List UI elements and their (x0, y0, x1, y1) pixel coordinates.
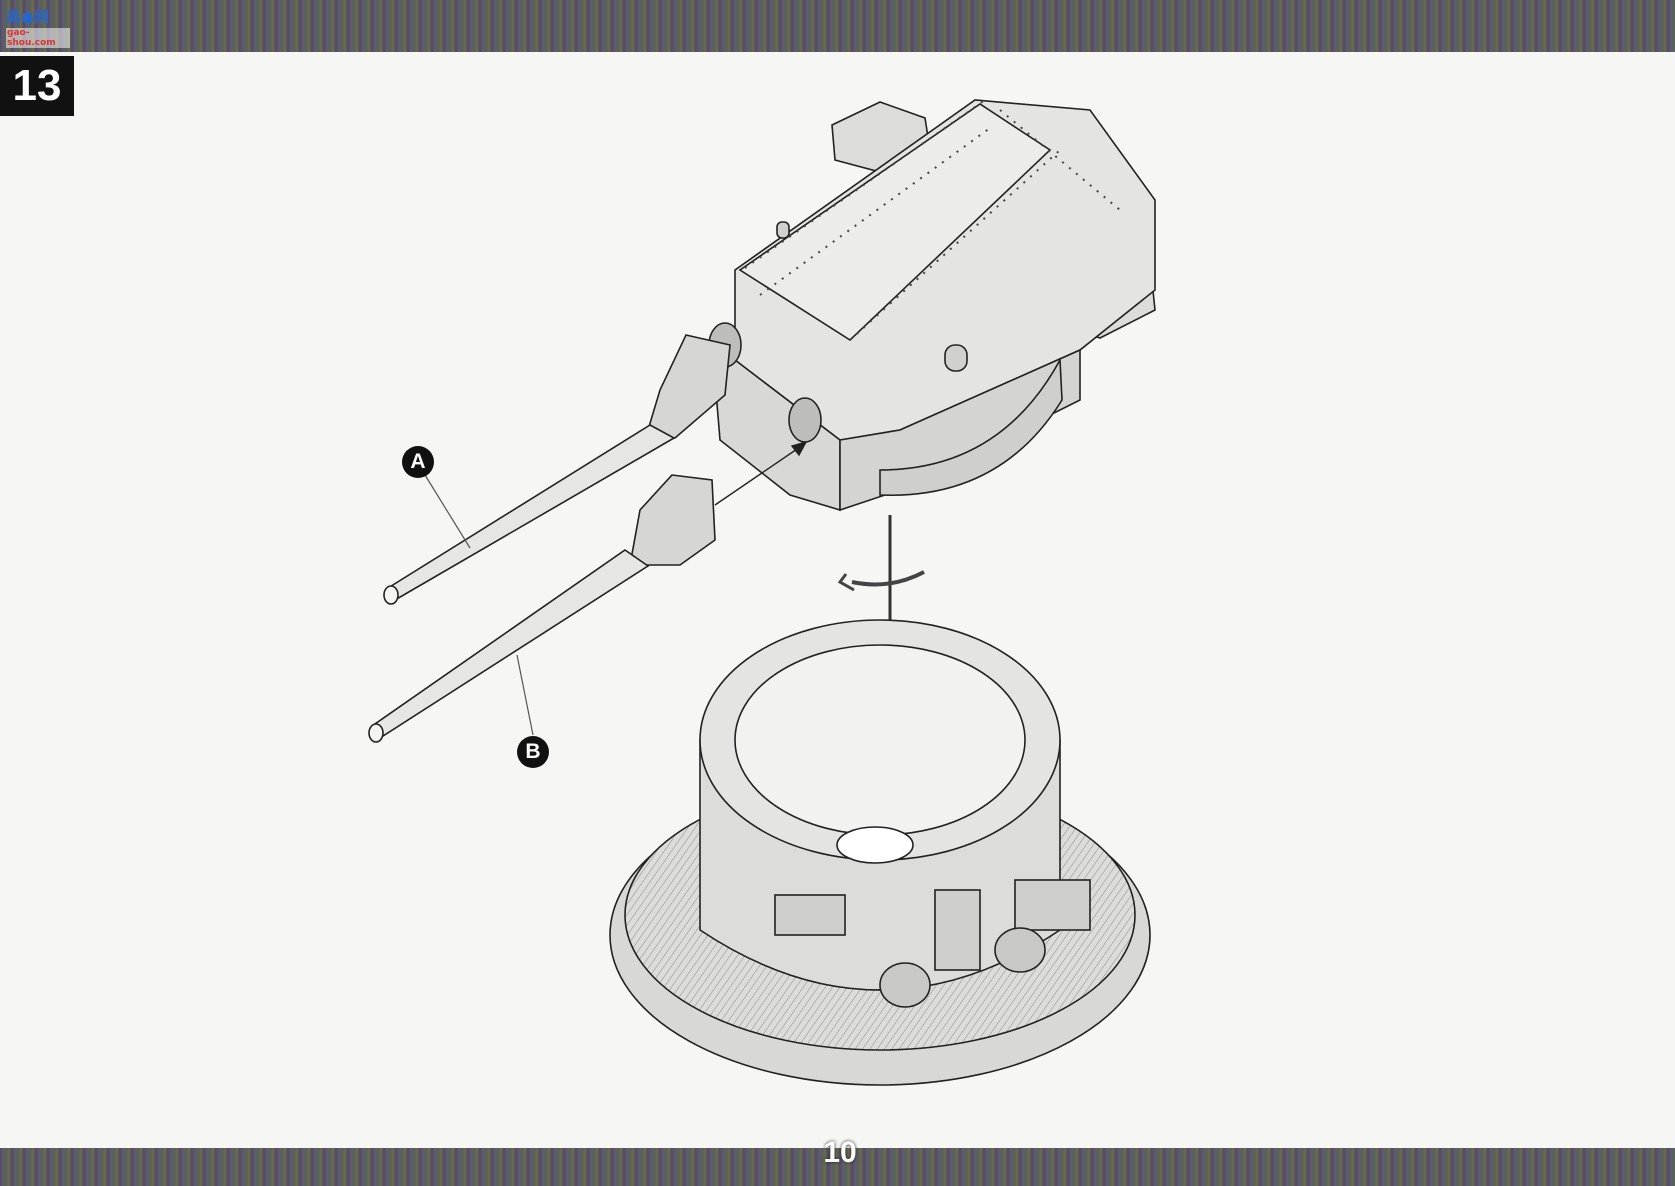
step-number: 13 (0, 56, 74, 116)
site-logo: 高●网 gao-shou.com (4, 6, 70, 48)
callout-b: B (517, 736, 549, 768)
barbette-base (609, 619, 1151, 1086)
rotation-arrow (837, 570, 925, 592)
insertion-arrow (714, 440, 808, 506)
gun-barrel-a (383, 334, 731, 605)
callout-a-label: A (410, 450, 426, 473)
gun-barrel-b (368, 474, 716, 743)
turret-housing (708, 99, 1156, 512)
top-border-band (0, 0, 1675, 52)
logo-url: gao-shou.com (6, 28, 70, 48)
callout-leaders (424, 474, 534, 736)
page-number: 10 (823, 1136, 857, 1169)
logo-text: 高●网 (6, 8, 50, 26)
rivet-lines (744, 99, 1121, 341)
callout-a: A (402, 446, 434, 478)
bottom-border-band (0, 1148, 1675, 1186)
callout-b-label: B (525, 740, 541, 763)
